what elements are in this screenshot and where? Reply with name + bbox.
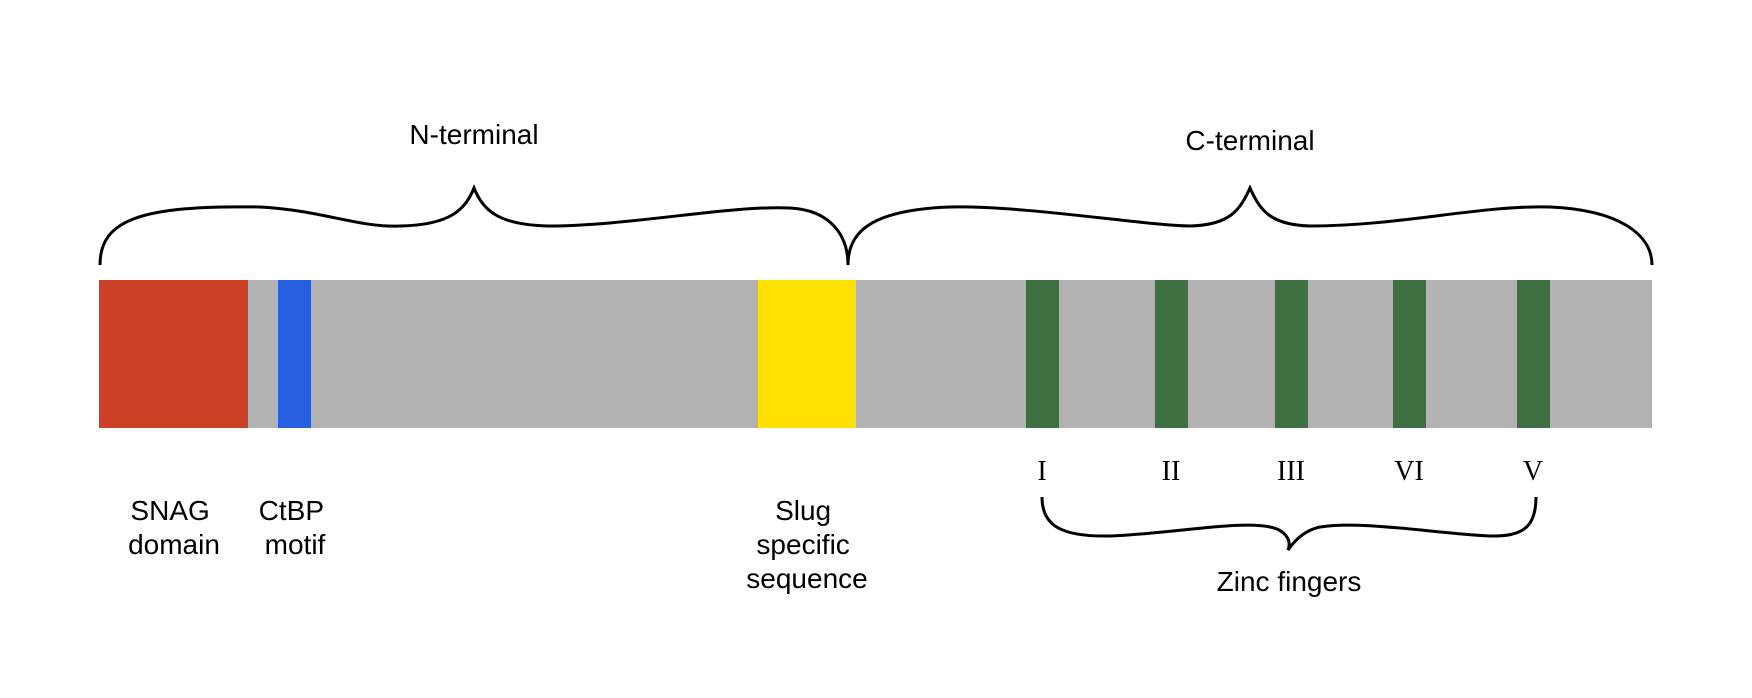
snag-label-line1: SNAG [130,495,209,526]
n-terminal-brace [98,184,850,266]
n-terminal-label: N-terminal [409,119,538,150]
zinc-finger-block [1026,280,1059,428]
zinc-fingers-label: Zinc fingers [1217,566,1362,597]
c-terminal-brace [846,184,1654,266]
snag-domain-label: SNAG domain [128,495,220,560]
zinc-finger-block [1155,280,1188,428]
zinc-finger-numeral: V [1523,456,1543,487]
ctbp-label-line2: motif [265,529,326,560]
zinc-fingers-brace [1040,496,1538,551]
slug-label-line2: specific [756,529,849,560]
ctbp-label-line1: CtBP [259,495,324,526]
slug-label-line3: sequence [746,563,867,594]
zinc-finger-block [1393,280,1426,428]
ctbp-motif-block [278,280,311,428]
ctbp-motif-label: CtBP motif [259,495,332,560]
zinc-finger-numeral: I [1037,456,1046,487]
zinc-finger-numeral: II [1162,456,1181,487]
zinc-finger-numeral: VI [1394,456,1424,487]
slug-label-line1: Slug [775,495,831,526]
snag-domain-block [99,280,248,428]
zinc-finger-block [1517,280,1550,428]
slug-specific-sequence-label: Slug specific sequence [746,495,867,594]
c-terminal-label: C-terminal [1185,125,1314,156]
zinc-finger-numeral: III [1277,456,1305,487]
zinc-finger-block [1275,280,1308,428]
slug-specific-sequence-block [758,280,856,428]
snag-label-line2: domain [128,529,220,560]
